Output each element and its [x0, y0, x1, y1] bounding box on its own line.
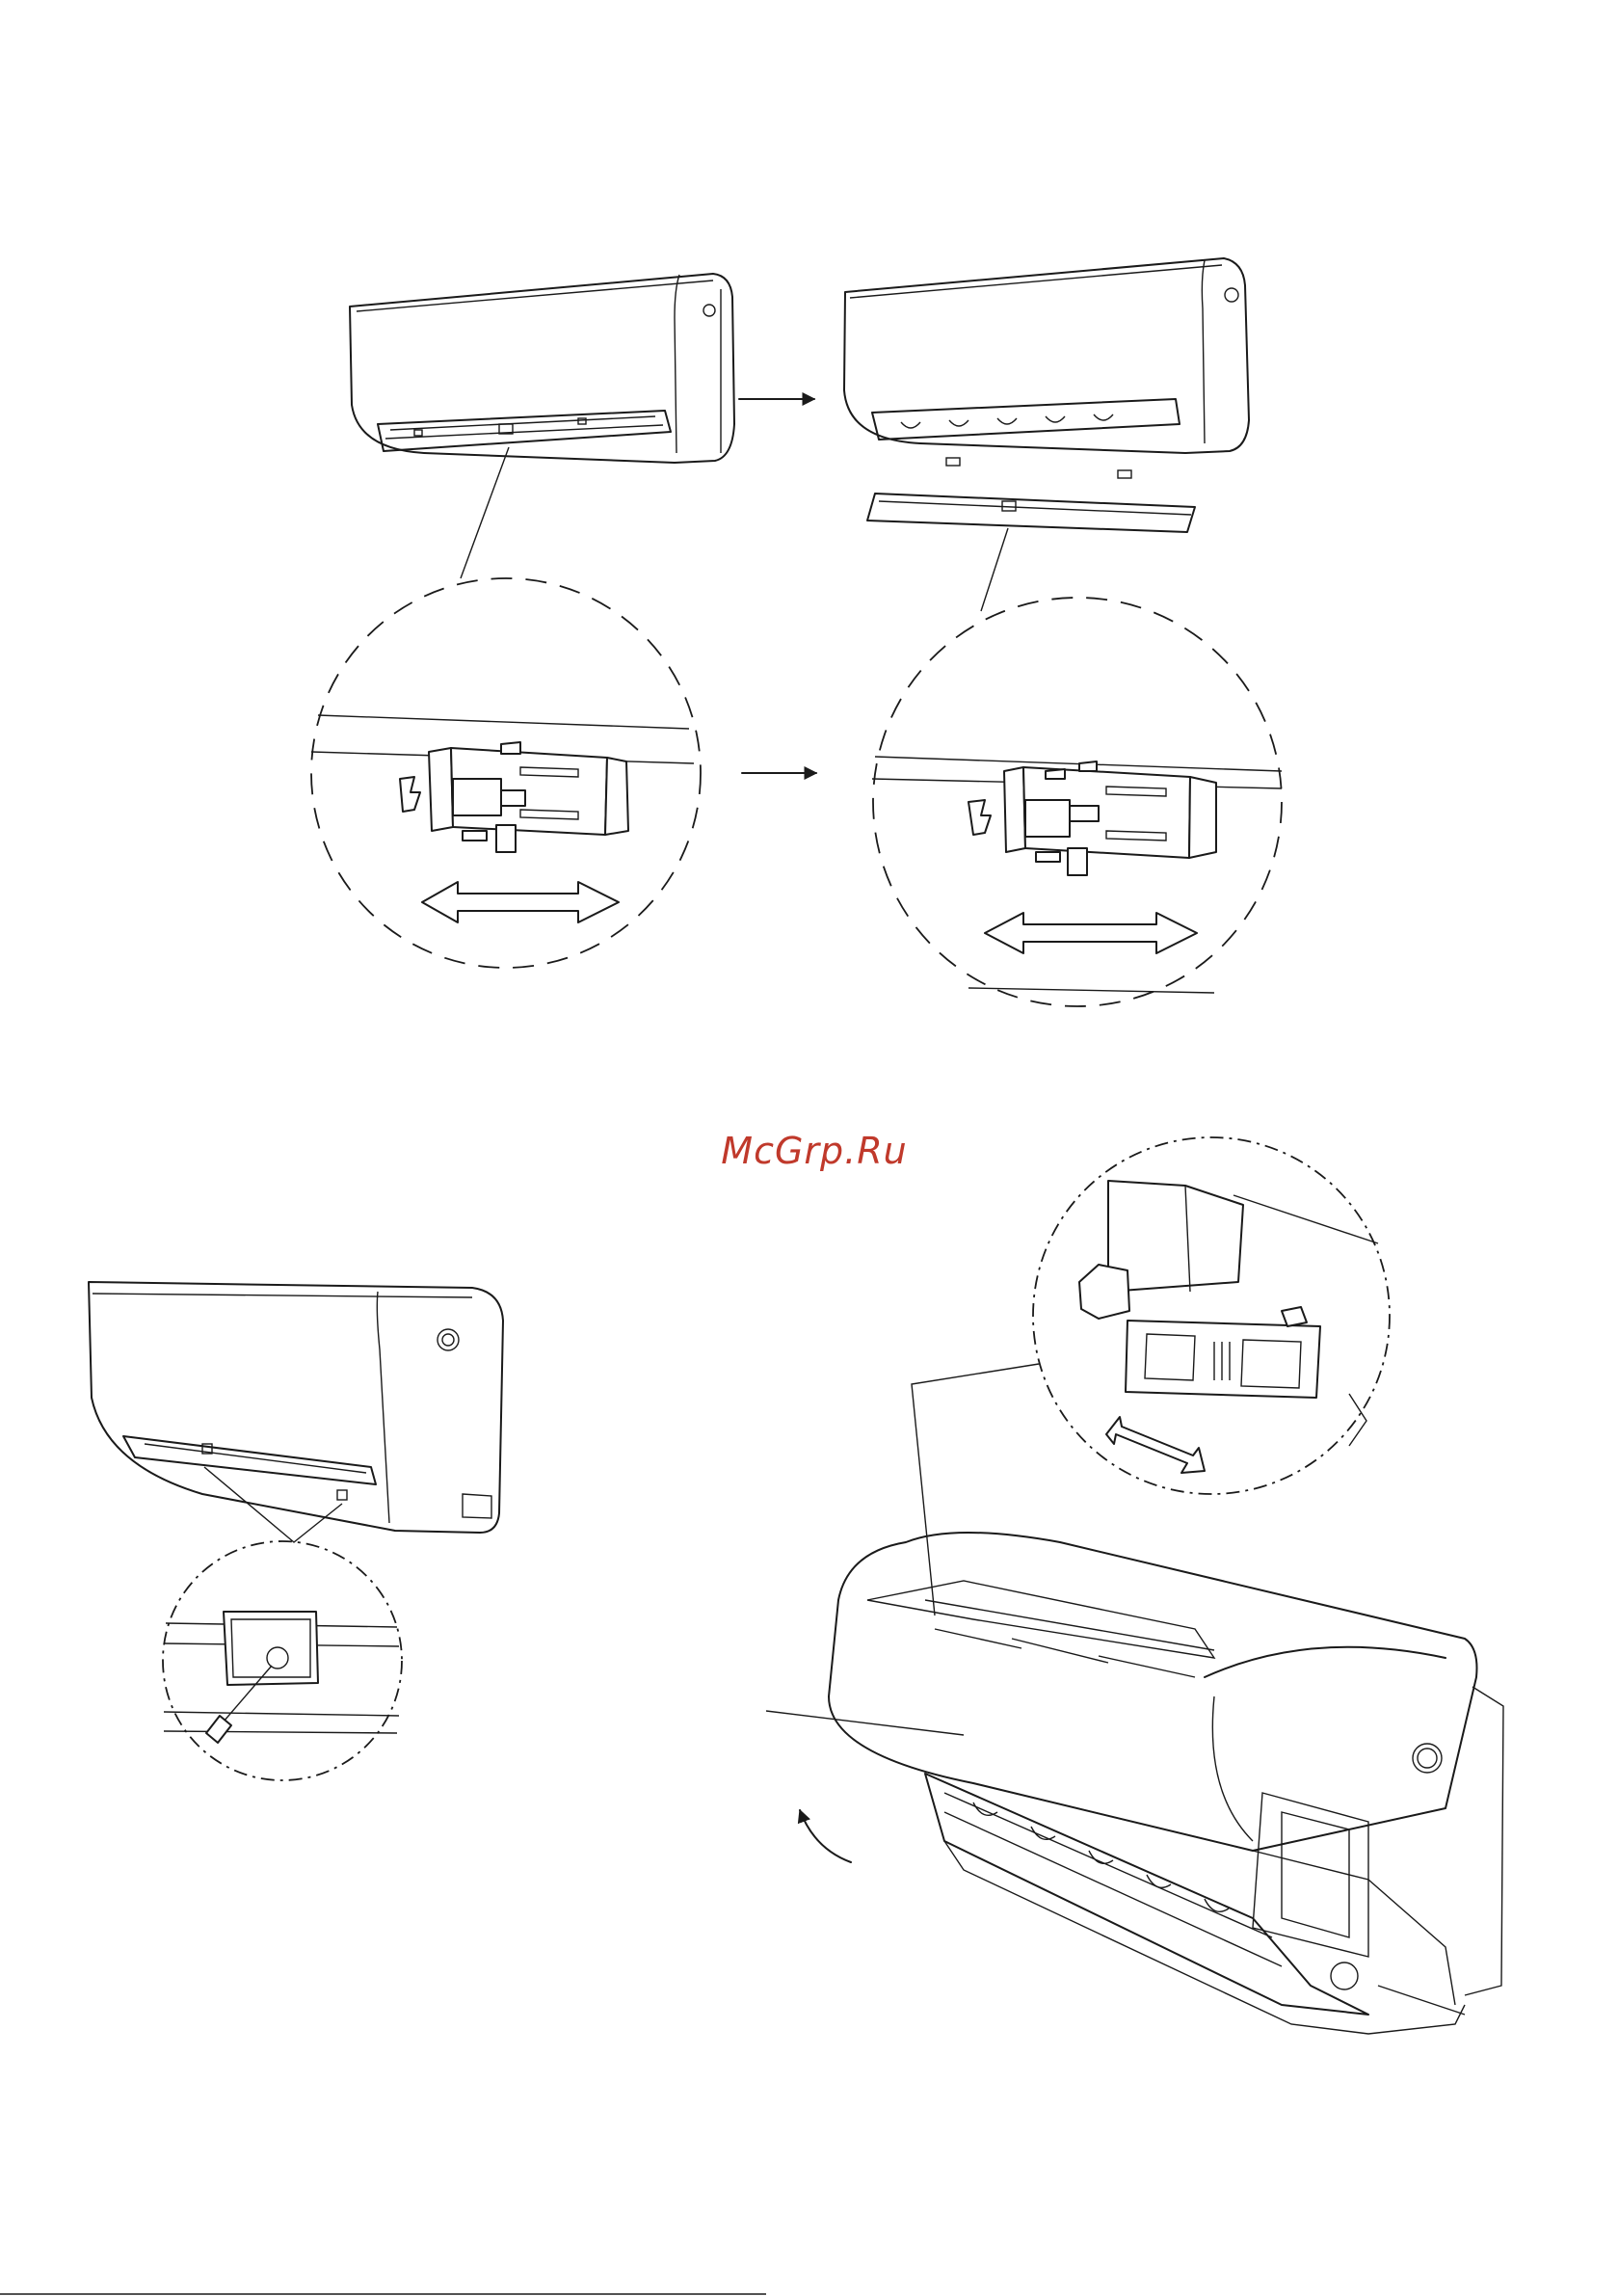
indoor-unit-with-panel-icon [350, 274, 734, 463]
indoor-unit-panel-removed-icon [844, 258, 1249, 532]
rotate-arrow-icon [800, 1810, 851, 1862]
callout-leader-latch [912, 1364, 1039, 1615]
double-arrow-latch-icon [1106, 1417, 1205, 1473]
detail-circle-latch [1033, 1137, 1390, 1494]
double-arrow-left-icon [422, 882, 619, 922]
indoor-unit-screw-detail-icon [89, 1282, 503, 1542]
detail-circle-right [872, 598, 1282, 1006]
callout-leader-left [461, 447, 509, 578]
double-arrow-right-icon [985, 913, 1197, 953]
callout-leader-right [981, 528, 1008, 611]
indoor-unit-front-open-icon [766, 1533, 1503, 2034]
watermark-text: McGrp.Ru [718, 1130, 911, 1172]
detail-circle-screw [163, 1541, 402, 1780]
